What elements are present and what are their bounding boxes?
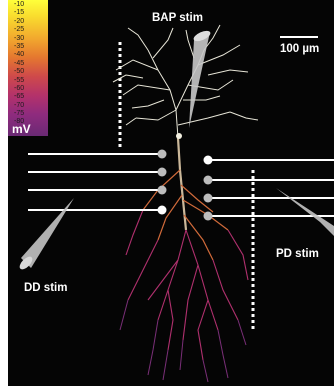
terminal-dendrites <box>120 300 246 382</box>
scale-label: 100 µm <box>280 43 319 55</box>
left-stim-dot <box>158 206 167 215</box>
right-stim-lines <box>208 160 334 216</box>
pd-stim-label: PD stim <box>276 248 319 260</box>
left-stim-dot <box>158 168 167 177</box>
soma <box>176 133 182 139</box>
right-stim-dot <box>204 212 213 221</box>
dd-stim-label: DD stim <box>24 282 67 294</box>
left-stim-lines <box>28 154 162 210</box>
left-stim-dot <box>158 150 167 159</box>
pd-electrode <box>276 188 334 236</box>
distal-dendrites <box>126 210 248 360</box>
bap-stim-label: BAP stim <box>152 12 203 24</box>
apical-dendrites <box>113 25 258 138</box>
left-stim-dot <box>158 186 167 195</box>
figure-frame: -10 -15 -20 -25 -30 -35 -40 -45 -50 -55 … <box>8 0 334 386</box>
right-stim-dot <box>204 156 213 165</box>
neuron-illustration <box>8 0 334 386</box>
right-stim-dot <box>204 194 213 203</box>
right-stim-dot <box>204 176 213 185</box>
